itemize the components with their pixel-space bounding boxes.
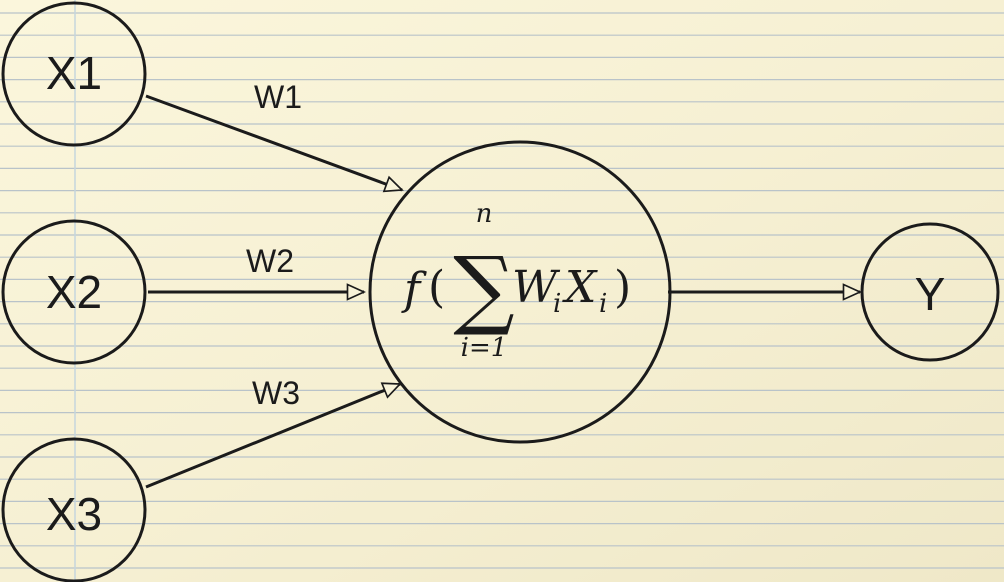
weighted-term-x: X [562,262,598,313]
sum-upper-limit: n [476,199,493,229]
input-node-label: X1 [46,47,102,99]
summation-symbol: ∑ [453,239,514,339]
edge-x1-neuron [145,94,404,193]
weight-label-w2: W2 [246,243,294,279]
weight-label-w3: W3 [252,375,300,411]
sum-lower-limit: i=1 [461,333,508,363]
open-paren: ( [428,262,445,313]
weighted-term-x-subscript: i [599,289,607,319]
connections [145,94,862,489]
weighted-term-w: W [512,262,561,313]
input-node-label: X2 [46,266,102,318]
weight-label-w1: W1 [254,79,302,115]
output-node-y: Y [860,222,1000,362]
input-node-x3: X3 [1,437,147,582]
edge-x3-neuron [145,382,402,489]
input-node-x2: X2 [1,219,147,365]
input-node-label: X3 [46,488,102,540]
output-node-label: Y [915,268,946,320]
close-paren: ) [614,262,631,313]
input-node-x1: X1 [1,1,147,147]
weighted-term-w-subscript: i [553,289,561,319]
